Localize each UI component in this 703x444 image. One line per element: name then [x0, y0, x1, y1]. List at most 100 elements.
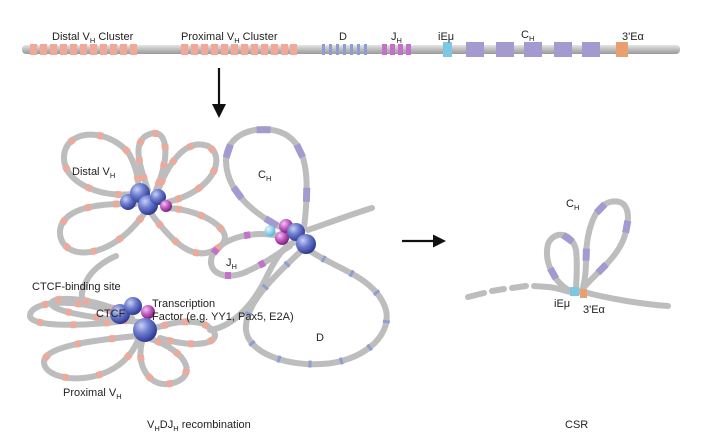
proximal-vh-segment — [290, 44, 297, 55]
ctcf-binding-site-label: CTCF-binding site — [32, 281, 121, 293]
csr-ch-segment — [622, 220, 632, 234]
distal-vh-segment — [171, 237, 180, 246]
proximal-vh-segment — [41, 300, 49, 309]
distal-vh-segment — [216, 224, 225, 233]
proximal-vh-segment — [96, 370, 103, 379]
ctcf-protein — [296, 234, 316, 254]
distal-vh-segment — [157, 177, 167, 186]
iemu-segment — [443, 42, 452, 57]
proximal-vh-segment — [251, 44, 258, 55]
transcription-factor-label-line1: Transcription — [152, 298, 215, 310]
csr-3-e-alpha-block — [580, 289, 587, 298]
proximal-vh-segment — [281, 44, 288, 55]
d-segment — [283, 260, 291, 268]
proximal-vh-segment — [221, 44, 228, 55]
locus-label-3-e-alpha: 3'Eα — [622, 31, 645, 43]
jh-segment — [382, 44, 387, 55]
ch-segment — [582, 42, 600, 57]
proximal-vh-segment — [211, 44, 218, 55]
ch-segment — [222, 143, 234, 159]
vdj-recombination-panel: Distal VH CH JH CTCF-binding site CTCF T… — [27, 126, 391, 433]
vdj-label-d: D — [316, 332, 324, 344]
d-segment — [357, 44, 360, 55]
vdj-label-distal-vh: Distal VH — [72, 166, 115, 180]
jh-segment — [390, 44, 395, 55]
ch-segment — [554, 42, 572, 57]
iemu-element — [264, 225, 276, 237]
locus-label-ch: CH — [521, 29, 534, 43]
csr-caption: CSR — [565, 419, 588, 431]
proximal-vh-segment — [201, 321, 210, 330]
ch-segment — [293, 143, 306, 159]
ch-segment — [230, 185, 245, 201]
distal-vh-segment — [174, 194, 182, 204]
proximal-vh-segment — [93, 313, 100, 322]
csr-ch-segment — [594, 201, 608, 216]
d-segment — [350, 44, 353, 55]
distal-vh-segment — [168, 157, 178, 166]
distal-vh-segment — [120, 44, 127, 55]
distal-vh-segment — [122, 146, 131, 155]
distal-vh-segment — [130, 44, 137, 55]
proximal-vh-segment — [241, 44, 248, 55]
jh-segment — [398, 44, 403, 55]
proximal-vh-segment — [154, 337, 163, 347]
locus-label-iemu: iEμ — [438, 31, 454, 43]
distal-vh-segment — [115, 234, 124, 244]
csr-label-iemu: iEμ — [554, 298, 570, 310]
proximal-vh-segment — [145, 373, 154, 382]
transcription-factor-protein — [160, 200, 172, 212]
d-segment — [322, 44, 325, 55]
distal-vh-segment — [175, 205, 182, 214]
jh-segment — [243, 231, 251, 240]
d-segment — [320, 255, 327, 263]
distal-vh-segment — [80, 44, 87, 55]
proximal-vh-segment — [42, 352, 51, 361]
csr-iemu-block — [570, 287, 579, 296]
proximal-vh-segment — [271, 44, 278, 55]
distal-vh-segment — [62, 242, 71, 252]
proximal-vh-segment — [201, 44, 208, 55]
proximal-vh-segment — [261, 44, 268, 55]
ch-segment — [466, 42, 484, 57]
proximal-vh-segment — [65, 308, 72, 317]
locus-map: Distal VH Cluster Proximal VH Cluster D … — [22, 29, 680, 57]
proximal-vh-segment — [166, 379, 173, 388]
ctcf-protein — [124, 297, 142, 315]
proximal-vh-segment — [62, 373, 69, 382]
d-segment — [372, 289, 381, 297]
proximal-vh-segment — [74, 339, 82, 348]
locus-label-jh: JH — [391, 31, 402, 45]
ch-segment — [524, 42, 542, 57]
distal-vh-segment — [136, 138, 145, 146]
distal-vh-segment — [209, 167, 219, 175]
d-segment — [244, 311, 253, 317]
distal-vh-segment — [207, 145, 217, 154]
distal-vh-segment — [161, 143, 169, 150]
locus-label-proximal-vh: Proximal VH Cluster — [181, 31, 278, 45]
distal-vh-segment — [70, 44, 77, 55]
distal-protein-complex — [120, 183, 172, 215]
proximal-vh-segment — [191, 44, 198, 55]
distal-vh-segment — [159, 161, 168, 169]
distal-vh-segment — [197, 211, 205, 220]
proximal-vh-segment — [83, 297, 90, 305]
distal-vh-segment — [84, 203, 92, 212]
csr-label-ch: CH — [566, 198, 579, 212]
proximal-protein-complex — [110, 297, 157, 342]
distal-vh-segment — [62, 164, 71, 173]
distal-vh-segment — [90, 44, 97, 55]
distal-vh-segment — [135, 215, 145, 224]
d-segment — [364, 44, 367, 55]
jh-segment — [257, 259, 267, 269]
csr-panel: CH iEμ 3'Eα CSR — [465, 198, 671, 431]
proximal-vh-segment — [207, 336, 216, 345]
vdj-label-ch: CH — [258, 169, 271, 183]
locus-segments — [30, 42, 628, 57]
distal-vh-segment — [194, 183, 203, 193]
distal-vh-segment — [59, 217, 68, 226]
ctcf-label: CTCF — [96, 308, 126, 320]
d-segment — [348, 269, 355, 278]
vdj-label-proximal-vh: Proximal VH — [63, 387, 122, 401]
csr-chromatin-fibers — [465, 198, 671, 309]
